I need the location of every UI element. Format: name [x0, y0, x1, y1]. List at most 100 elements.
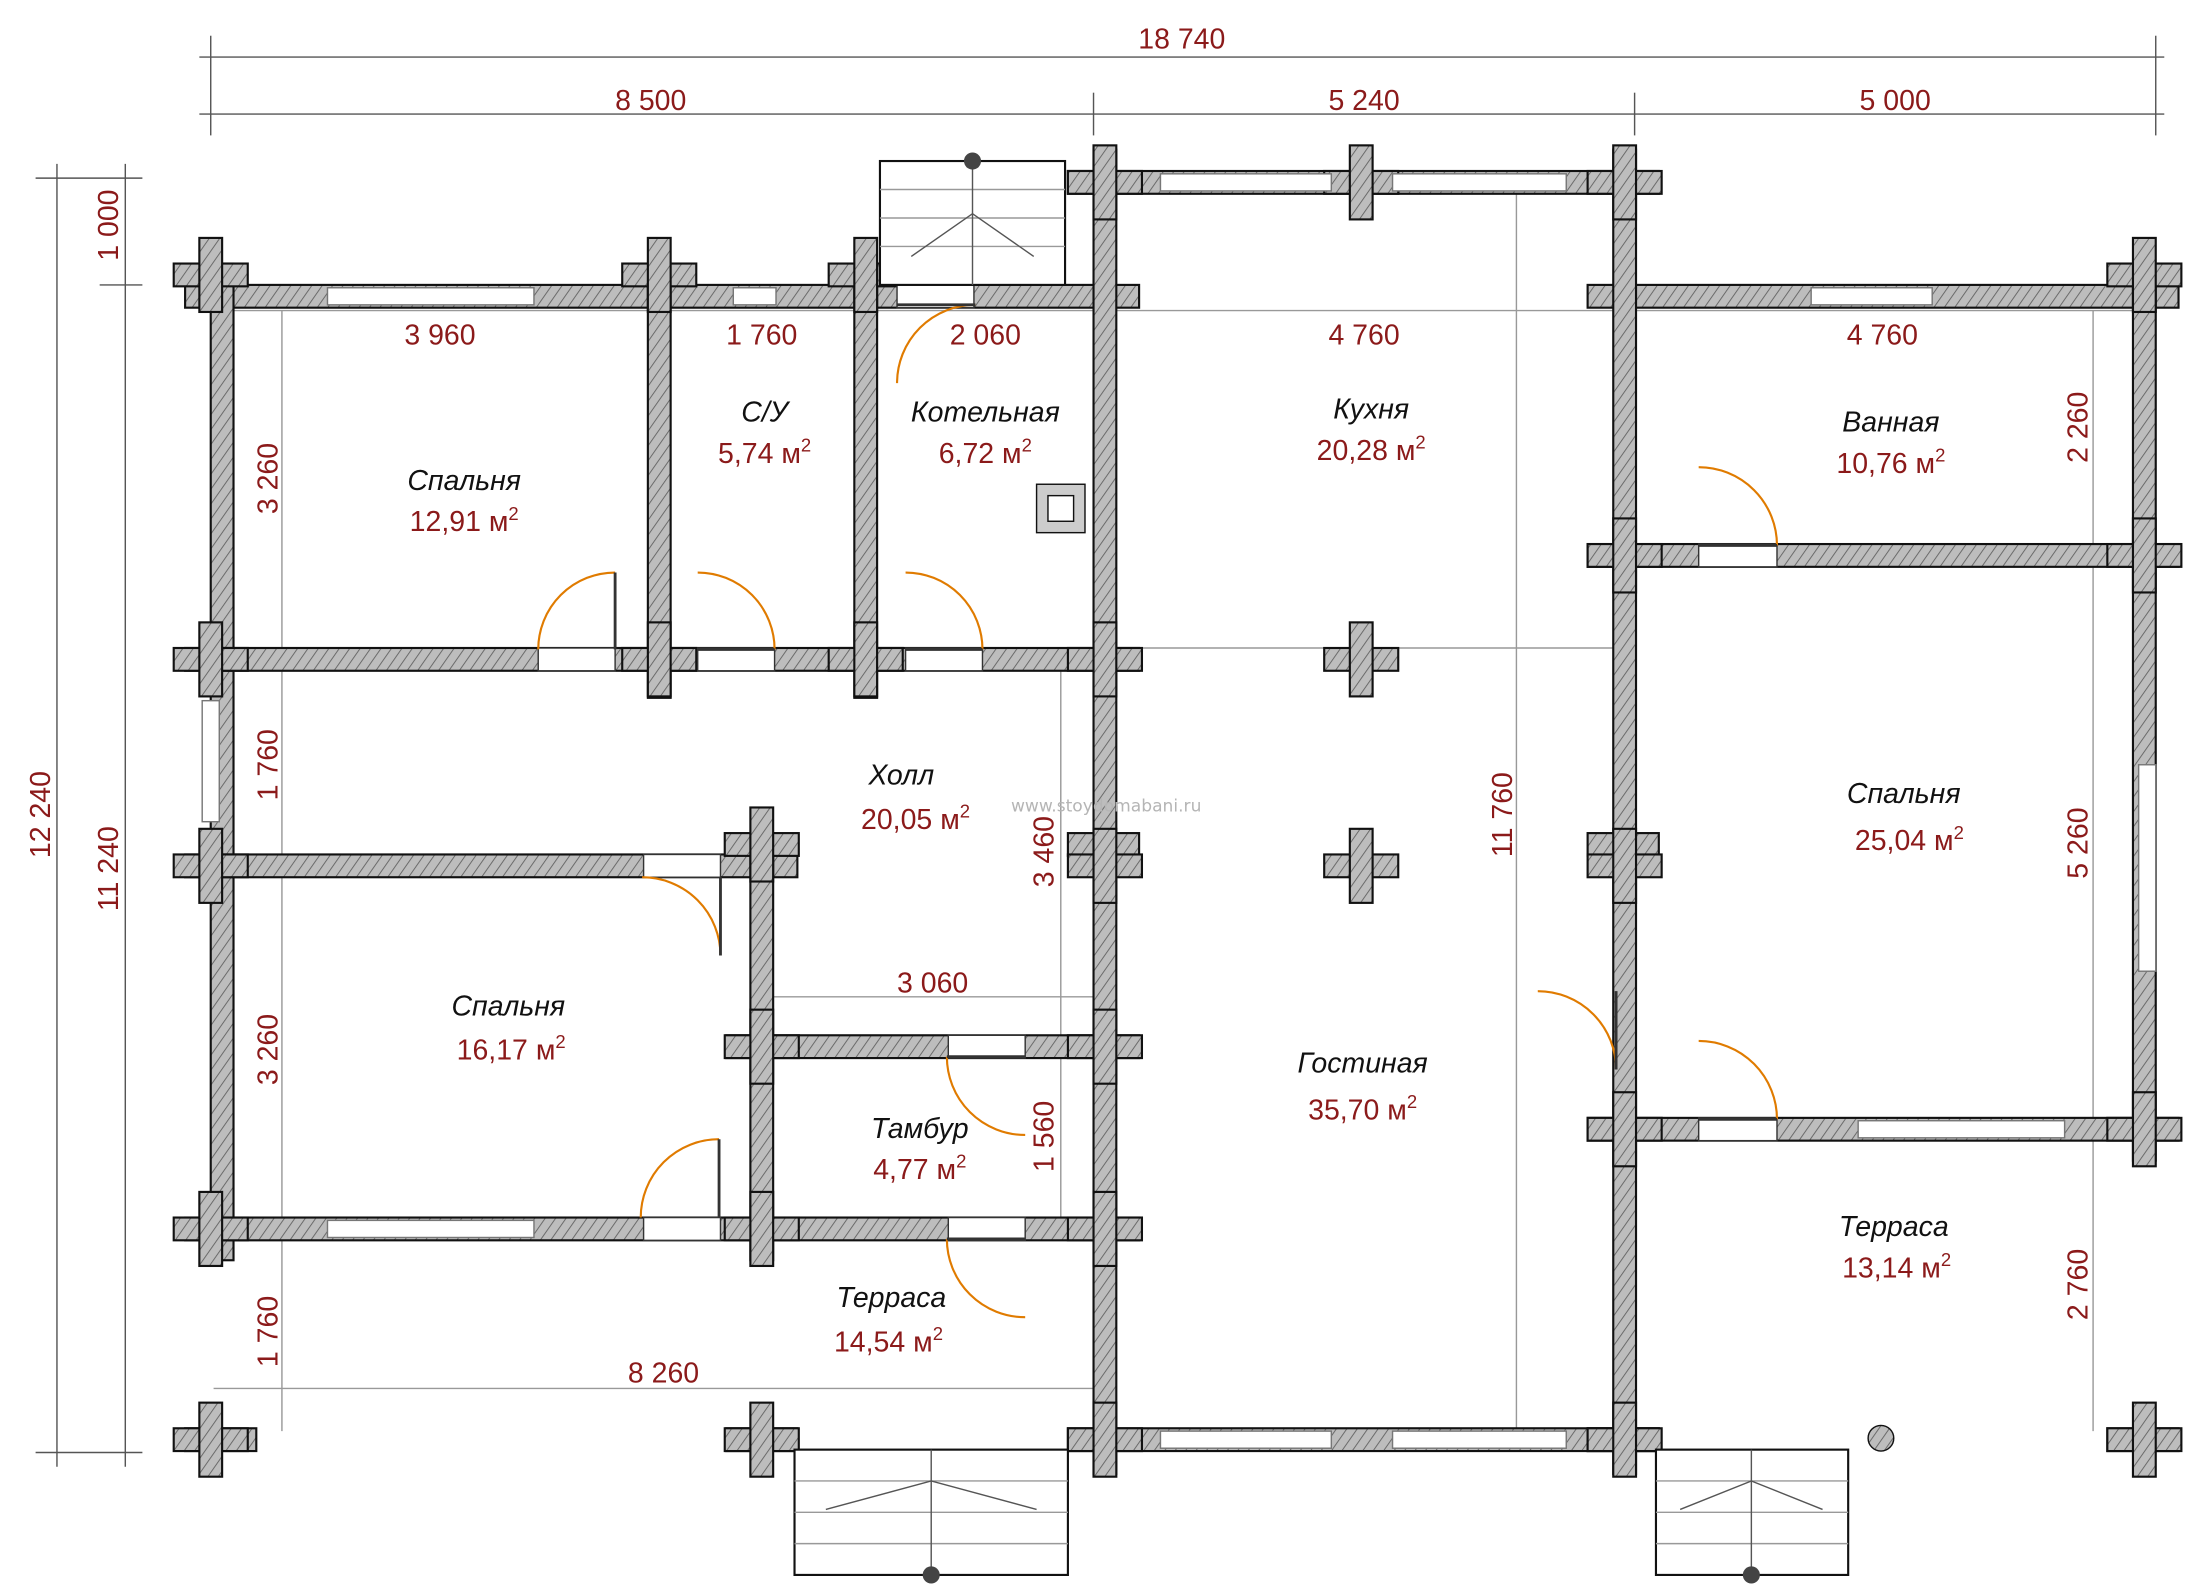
svg-text:10,76 м2: 10,76 м2: [1836, 444, 1945, 479]
dim-top: 8 500: [615, 85, 686, 117]
svg-text:С/У: С/У: [741, 397, 790, 429]
svg-text:Котельная: Котельная: [911, 397, 1060, 429]
dim-right: 2 260: [2062, 392, 2094, 463]
log-corner: [723, 1190, 800, 1268]
log-corner: [1586, 144, 1663, 221]
stairs-bottom-right[interactable]: [1654, 1448, 1850, 1584]
log-corner: [827, 621, 904, 698]
window: [2137, 764, 2157, 972]
post-icon: [1867, 1424, 1895, 1452]
log-corner: [1323, 827, 1400, 904]
log-corner: [172, 236, 249, 314]
svg-text:Холл: Холл: [867, 760, 934, 792]
log-corner: [621, 621, 698, 698]
chimney-icon: [1035, 483, 1086, 534]
dim-left-inner: 1 760: [253, 1296, 285, 1367]
svg-text:6,72 м2: 6,72 м2: [939, 434, 1032, 469]
log-corner: [1066, 1401, 1144, 1478]
door[interactable]: [1537, 990, 1618, 1070]
svg-text:Спальня: Спальня: [1847, 778, 1961, 810]
walls: [172, 144, 2183, 1478]
window: [326, 1219, 535, 1239]
door[interactable]: [904, 571, 984, 672]
window: [1810, 287, 1933, 306]
log-corner: [1586, 517, 1663, 594]
dim-hall-width: 3 060: [897, 968, 968, 1000]
room-bathroom-wc: С/У 5,74 м2: [718, 397, 811, 470]
door[interactable]: [537, 571, 617, 672]
log-corner: [2106, 1091, 2183, 1168]
window: [1391, 173, 1567, 192]
window: [1857, 1120, 2066, 1139]
svg-text:20,28 м2: 20,28 м2: [1317, 432, 1426, 467]
dim-inner-top: 2 060: [950, 320, 1021, 352]
dim-terrace-width: 8 260: [628, 1358, 699, 1390]
room-bedroom-large: Спальня 25,04 м2: [1847, 778, 1964, 857]
room-bedroom-1: Спальня 12,91 м2: [407, 465, 521, 538]
dim-inner-top: 1 760: [726, 320, 797, 352]
log-corner: [172, 621, 249, 698]
window: [1159, 1430, 1333, 1449]
wall: [1586, 542, 2180, 568]
svg-text:Тамбур: Тамбур: [871, 1113, 969, 1145]
dim-left-outer: 11 240: [93, 826, 125, 911]
room-bath: Ванная 10,76 м2: [1836, 407, 1945, 480]
window: [1159, 173, 1333, 192]
log-corner: [723, 806, 800, 883]
window: [732, 287, 777, 306]
svg-text:20,05 м2: 20,05 м2: [861, 800, 970, 835]
room-hall: Холл 20,05 м2: [861, 760, 970, 836]
stairs-top[interactable]: [878, 152, 1067, 286]
dim-total-width: 18 740: [1138, 24, 1225, 56]
dim-living-vertical: 11 760: [1487, 772, 1519, 857]
dim-left-inner: 3 260: [253, 443, 285, 514]
door[interactable]: [696, 571, 776, 672]
door[interactable]: [945, 1216, 1026, 1319]
svg-text:13,14 м2: 13,14 м2: [1842, 1249, 1951, 1284]
room-kitchen: Кухня 20,28 м2: [1317, 394, 1426, 467]
svg-text:12,91 м2: 12,91 м2: [410, 503, 519, 538]
svg-text:Терраса: Терраса: [1839, 1211, 1949, 1243]
dim-left-inner: 1 760: [253, 729, 285, 800]
door[interactable]: [1697, 1039, 1779, 1142]
door[interactable]: [895, 284, 976, 384]
door[interactable]: [945, 1034, 1026, 1137]
svg-text:Спальня: Спальня: [452, 990, 566, 1022]
door[interactable]: [642, 853, 722, 956]
svg-text:5,74 м2: 5,74 м2: [718, 434, 811, 469]
room-terrace-right: Терраса 13,14 м2: [1839, 1211, 1951, 1284]
log-corner: [1066, 1008, 1144, 1085]
dim-left-inner: 3 260: [253, 1014, 285, 1085]
log-corner: [2106, 1401, 2183, 1478]
wall: [1066, 1427, 1660, 1453]
log-corner: [1066, 144, 1144, 221]
door[interactable]: [1697, 466, 1779, 568]
window: [1391, 1430, 1567, 1449]
dim-inner-top: 4 760: [1328, 320, 1399, 352]
doors: [537, 284, 1779, 1319]
log-corner: [1586, 1091, 1663, 1168]
window: [201, 699, 220, 823]
room-bedroom-2: Спальня 16,17 м2: [452, 990, 566, 1066]
windows: [201, 173, 2157, 1449]
dim-inner-top: 4 760: [1847, 320, 1918, 352]
dim-left-outer: 12 240: [25, 771, 57, 858]
log-corner: [723, 1401, 800, 1478]
log-corner: [1066, 827, 1144, 904]
stairs-bottom-left[interactable]: [793, 1448, 1069, 1584]
wall: [2131, 262, 2157, 1162]
log-corner: [1323, 621, 1400, 698]
log-corner: [172, 1190, 249, 1268]
room-labels: Спальня 12,91 м2 С/У 5,74 м2 Котельная 6…: [407, 394, 1964, 1359]
room-boiler: Котельная 6,72 м2: [911, 397, 1060, 470]
dim-hall-vertical: 3 460: [1029, 816, 1061, 887]
log-corner: [723, 1008, 800, 1085]
dim-inner-top: 3 960: [404, 320, 475, 352]
svg-text:Гостиная: Гостиная: [1298, 1047, 1428, 1079]
door[interactable]: [639, 1138, 722, 1242]
svg-text:Спальня: Спальня: [407, 465, 521, 497]
log-corner: [1586, 827, 1663, 904]
watermark: www.stoydomabani.ru: [1011, 797, 1201, 817]
svg-text:16,17 м2: 16,17 м2: [457, 1031, 566, 1066]
